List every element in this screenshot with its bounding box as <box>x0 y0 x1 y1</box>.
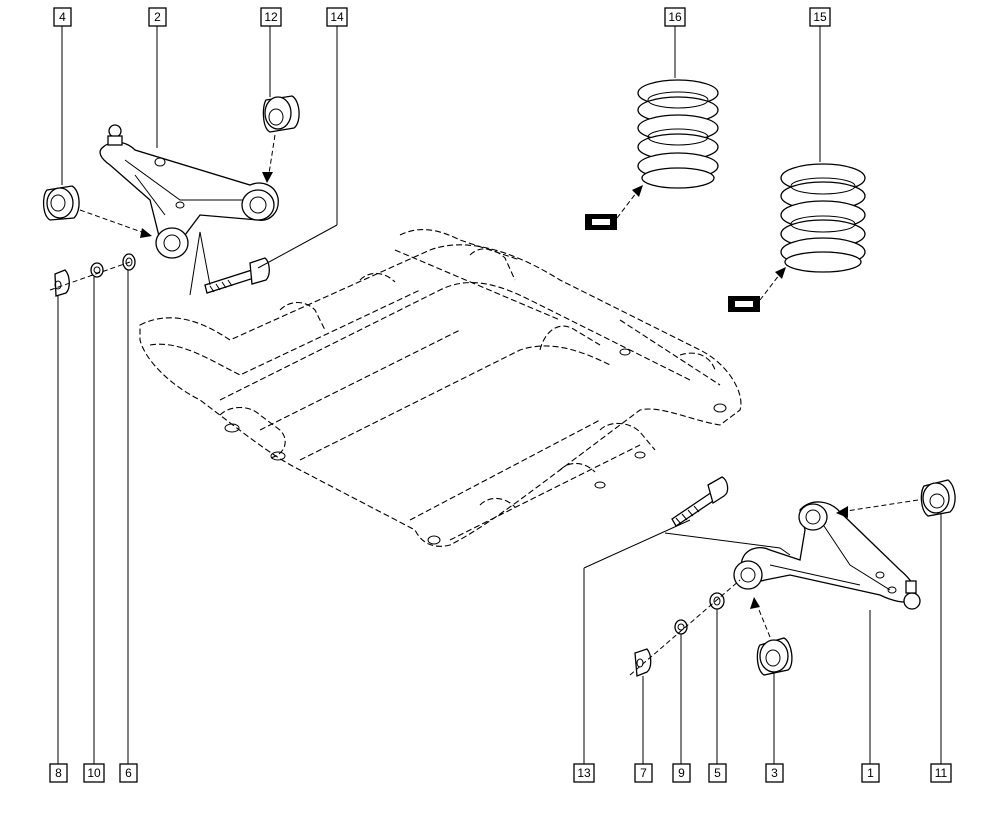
bushing-12 <box>262 95 300 133</box>
callout-14: 14 <box>326 7 348 27</box>
callout-6-label: 6 <box>125 766 132 780</box>
spring-15 <box>780 163 866 273</box>
callout-16-label: 16 <box>668 10 682 24</box>
callout-11-label: 11 <box>935 766 948 780</box>
bolt-14 <box>204 257 270 294</box>
callout-7-label: 7 <box>640 766 647 780</box>
arrow-right-bushing-11 <box>836 506 848 518</box>
lubricant-symbol-icon <box>728 267 786 312</box>
callout-3: 3 <box>765 763 784 783</box>
arrow-left-bushing-12 <box>262 172 273 183</box>
subframe <box>139 229 742 547</box>
callout-12: 12 <box>260 7 282 27</box>
callout-15: 15 <box>809 7 831 27</box>
bushing-11 <box>920 479 956 517</box>
left-assembly-lines <box>49 134 276 296</box>
bushing-4 <box>42 185 80 221</box>
callout-4: 4 <box>53 7 72 27</box>
left-wishbone-arm <box>99 124 279 259</box>
callout-9-label: 9 <box>678 766 685 780</box>
callout-8: 8 <box>49 763 68 783</box>
callout-1: 1 <box>861 763 880 783</box>
callout-14-label: 14 <box>330 10 344 24</box>
nut-8 <box>54 269 70 297</box>
callout-8-label: 8 <box>55 766 62 780</box>
arrow-right-bushing-3 <box>750 597 760 609</box>
callout-3-label: 3 <box>771 766 778 780</box>
callout-6: 6 <box>119 763 138 783</box>
leader-lines <box>57 26 942 764</box>
spring-16 <box>637 79 719 189</box>
bushing-3 <box>756 637 793 676</box>
arrow-left-bushing <box>140 228 152 238</box>
callout-10-label: 10 <box>87 766 101 780</box>
washer-5 <box>709 592 725 610</box>
callout-11: 11 <box>930 763 952 783</box>
callout-10: 10 <box>83 763 105 783</box>
callout-15-label: 15 <box>813 10 827 24</box>
right-wishbone-arm <box>733 501 921 610</box>
callout-7: 7 <box>634 763 653 783</box>
spacer-10 <box>90 262 104 278</box>
callout-13: 13 <box>573 763 595 783</box>
callout-2-label: 2 <box>154 10 161 24</box>
callout-9: 9 <box>672 763 691 783</box>
lubricant-symbol-icon <box>585 185 643 230</box>
callout-12-label: 12 <box>264 10 278 24</box>
nut-7 <box>634 648 652 677</box>
callout-13-label: 13 <box>577 766 591 780</box>
callout-1-label: 1 <box>867 766 874 780</box>
callout-2: 2 <box>148 7 167 27</box>
bolt-13 <box>671 476 729 527</box>
callout-4-label: 4 <box>59 10 66 24</box>
callout-5: 5 <box>708 763 727 783</box>
callout-16: 16 <box>664 7 686 27</box>
callout-5-label: 5 <box>714 766 721 780</box>
